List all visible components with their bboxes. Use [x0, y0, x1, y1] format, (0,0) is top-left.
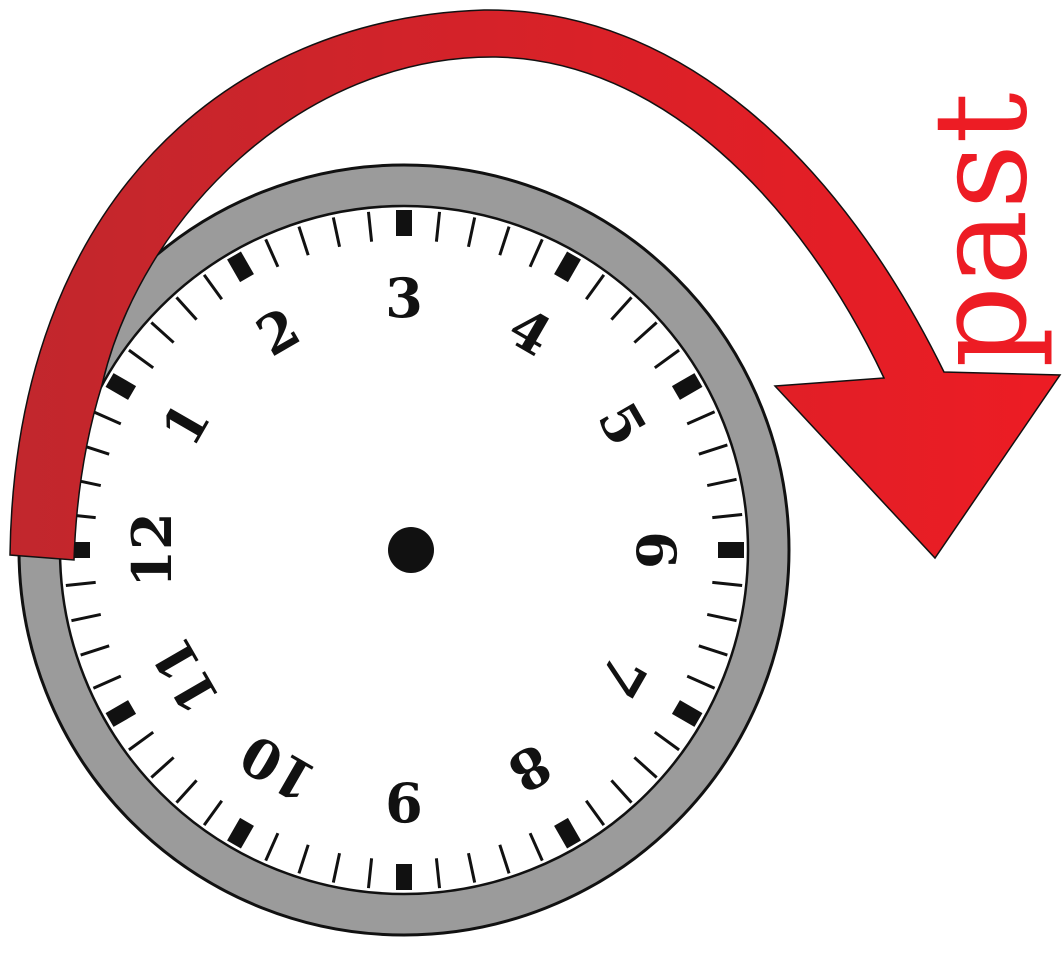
- clock-numeral-9: 9: [385, 770, 423, 834]
- major-tick: [676, 380, 699, 393]
- major-tick: [110, 707, 133, 720]
- major-tick: [234, 822, 247, 845]
- past-label: past: [907, 92, 1056, 367]
- major-tick: [676, 707, 699, 720]
- clock-center-dot: [388, 527, 434, 573]
- major-tick: [561, 256, 574, 279]
- clock-numeral-6: 6: [624, 531, 688, 569]
- clock-numeral-12: 12: [120, 512, 184, 587]
- major-tick: [561, 822, 574, 845]
- major-tick: [234, 256, 247, 279]
- clock-numeral-3: 3: [385, 266, 423, 330]
- major-tick: [110, 380, 133, 393]
